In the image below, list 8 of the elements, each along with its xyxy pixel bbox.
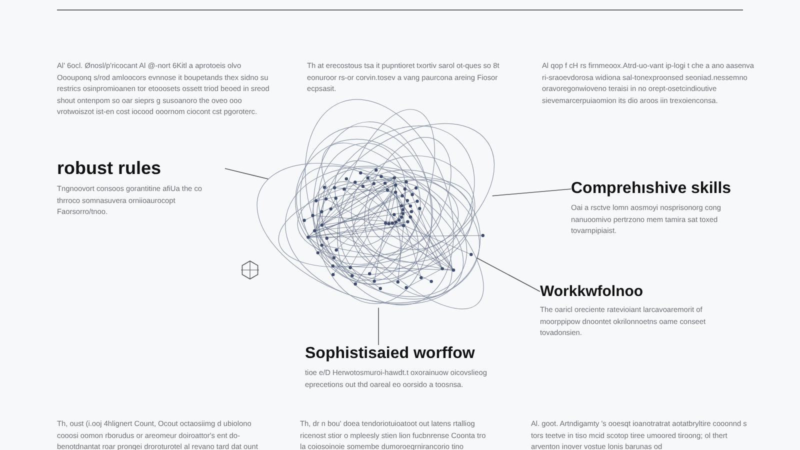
section-heading: robust rules bbox=[57, 158, 162, 179]
section-heading: Sophistisaied worffow bbox=[305, 345, 476, 363]
leader-line bbox=[224, 168, 269, 180]
section-heading: Workkwfolnoo bbox=[540, 283, 644, 300]
leader-line bbox=[378, 307, 379, 346]
leader-line bbox=[492, 188, 572, 196]
section-heading: Comprehıshive skills bbox=[571, 180, 732, 198]
leader-line bbox=[476, 258, 540, 292]
